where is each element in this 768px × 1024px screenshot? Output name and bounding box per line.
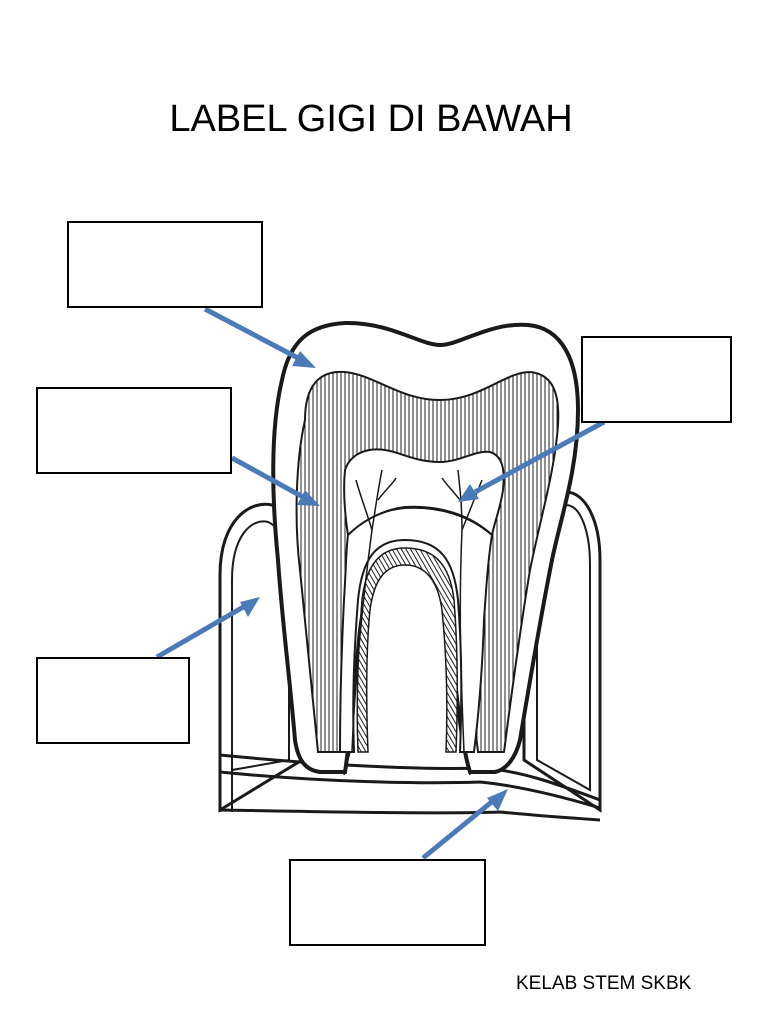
- label-box-enamel[interactable]: [67, 221, 263, 308]
- arrow-nerve: [458, 419, 606, 502]
- label-box-nerve[interactable]: [581, 336, 732, 423]
- footer-credit: KELAB STEM SKBK: [516, 973, 692, 994]
- label-box-dentin[interactable]: [36, 387, 232, 474]
- arrow-dentin: [230, 455, 320, 506]
- tooth-outline: [271, 320, 581, 776]
- label-box-blood-vessel[interactable]: [289, 859, 486, 946]
- arrow-enamel: [203, 306, 316, 368]
- arrow-blood-vessel: [421, 789, 508, 860]
- arrow-gum: [155, 597, 260, 660]
- page-title: LABEL GIGI DI BAWAH: [169, 98, 573, 140]
- label-box-gum[interactable]: [36, 657, 190, 744]
- arrows: [155, 306, 606, 860]
